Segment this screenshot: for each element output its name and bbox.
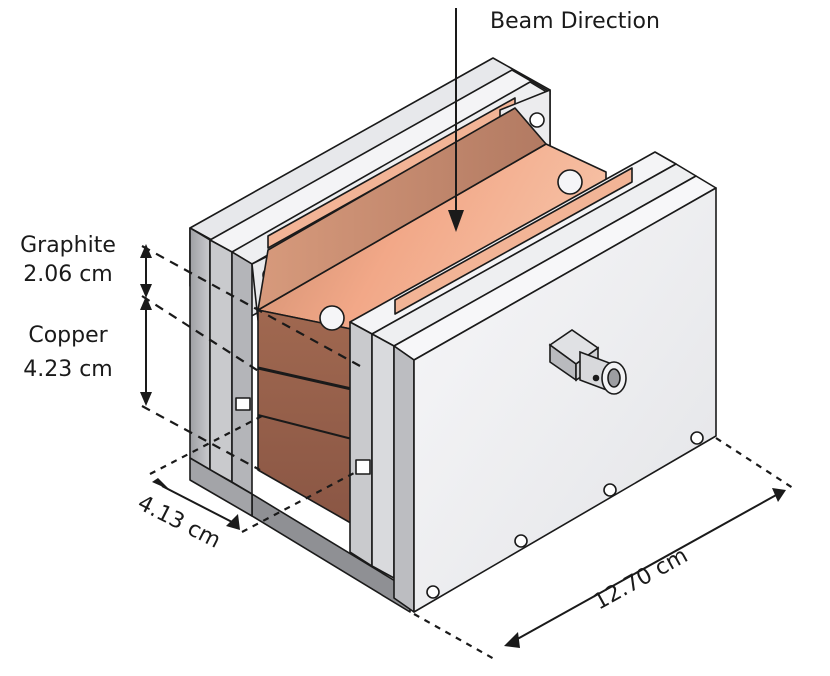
- length-dimension: [413, 437, 797, 661]
- copper-label: Copper: [28, 323, 108, 348]
- screw-icon: [603, 483, 617, 497]
- depth-label: 4.13 cm: [133, 491, 224, 554]
- screw-icon: [557, 169, 583, 195]
- copper-thickness-label: 4.23 cm: [23, 357, 113, 382]
- screw-icon: [426, 585, 440, 599]
- screw-icon: [529, 112, 545, 128]
- length-label: 12.70 cm: [590, 543, 693, 615]
- screw-icon: [514, 534, 528, 548]
- bnc-connector-icon: [548, 329, 627, 395]
- beam-direction-label: Beam Direction: [490, 9, 660, 34]
- screw-icon: [319, 305, 345, 331]
- graphite-thickness-label: 2.06 cm: [23, 262, 113, 287]
- screw-icon: [690, 431, 704, 445]
- beam-arrow: [448, 8, 464, 232]
- graphite-label: Graphite: [20, 233, 116, 258]
- copper-dimension: [140, 296, 261, 471]
- front-plates: [349, 151, 717, 613]
- depth-dimension: [149, 415, 357, 533]
- graphite-dimension: [140, 244, 361, 373]
